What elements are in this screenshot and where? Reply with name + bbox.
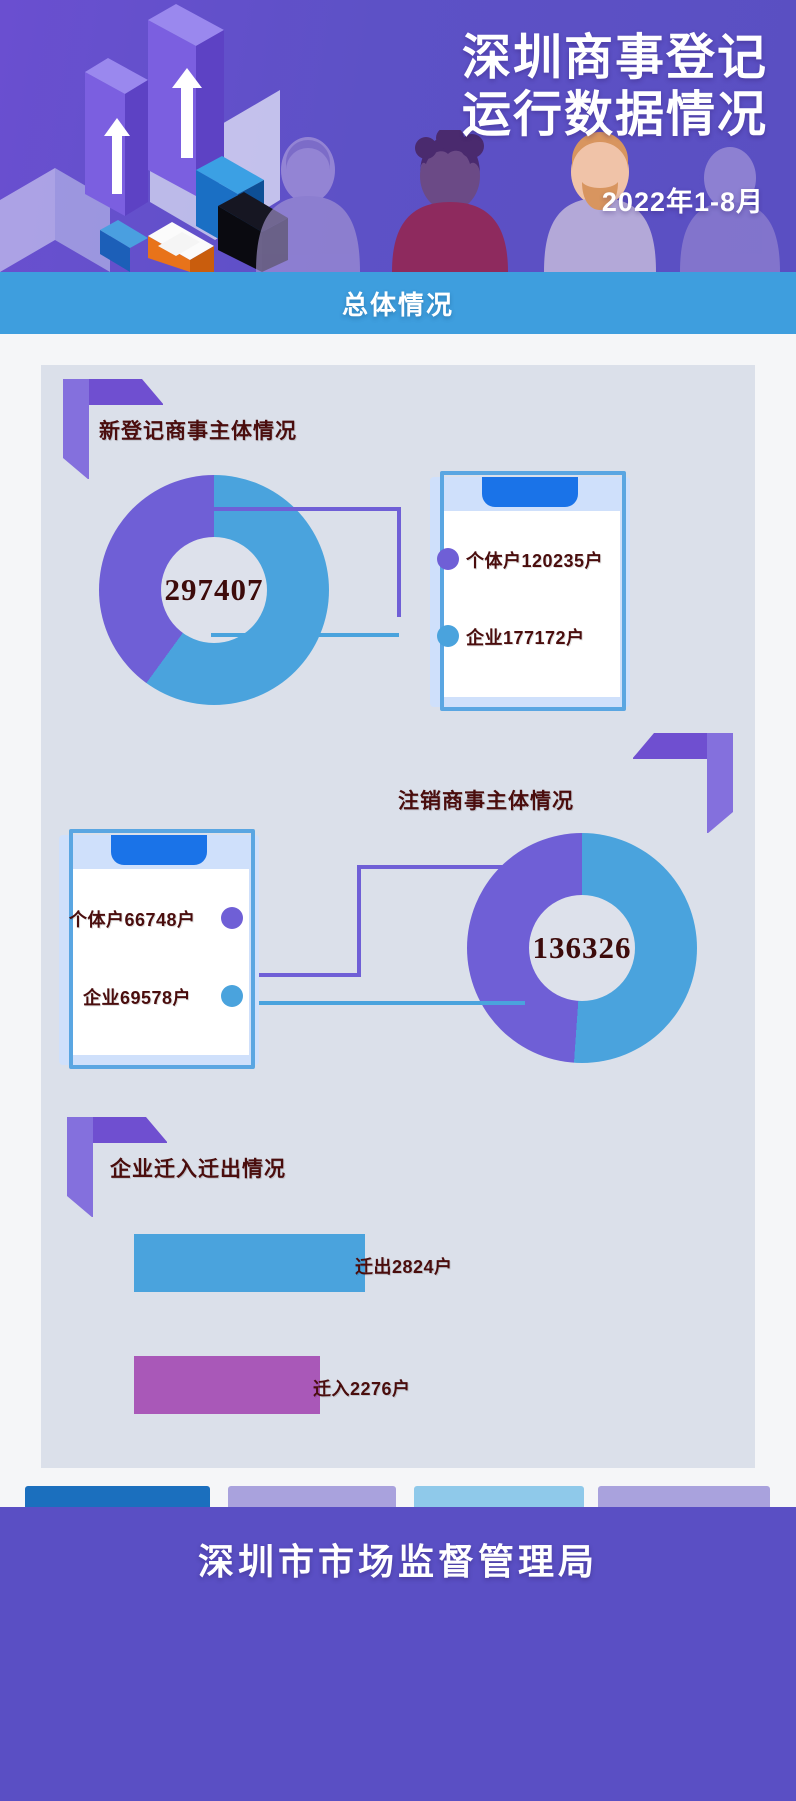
bar-move-out: [134, 1234, 365, 1292]
donut-chart-new-registration: 297407: [99, 475, 329, 705]
bar-label-move-in: 迁入2276户: [313, 1379, 411, 1399]
donut-total-new-registration: 297407: [164, 572, 264, 607]
isometric-bars-illustration: [0, 4, 288, 272]
legend-dot-cancel-individual: [221, 907, 243, 929]
donut-total-cancellation: 136326: [532, 930, 632, 965]
legend-label-new-individual: 个体户120235户: [466, 551, 604, 571]
bracket-ornament-new-registration: [63, 379, 164, 480]
header-banner: 深圳商事登记 运行数据情况 2022年1-8月: [0, 0, 796, 272]
legend-dot-new-enterprise: [437, 625, 459, 647]
callout-card-new-registration: [430, 471, 630, 711]
donut-chart-cancellation: 136326: [467, 833, 697, 1063]
bracket-ornament-cancellation: [633, 733, 733, 833]
footer-banner: 深圳市市场监督管理局: [0, 1507, 796, 1801]
people-silhouettes: [256, 130, 780, 272]
page-subtitle: 2022年1-8月: [601, 187, 764, 217]
section-banner-label: 总体情况: [341, 289, 454, 320]
main-content-panel: 新登记商事主体情况 297407 个体户120235户 企业177172户 注销…: [41, 365, 755, 1468]
legend-label-cancel-individual: 个体户66748户: [69, 910, 196, 930]
bar-label-move-out: 迁出2824户: [355, 1257, 453, 1277]
block-title-cancellation: 注销商事主体情况: [398, 790, 574, 813]
legend-dot-new-individual: [437, 548, 459, 570]
bar-move-in: [134, 1356, 320, 1414]
leader-lines-new-registration: [189, 507, 401, 637]
page-title: 深圳商事登记 运行数据情况: [348, 30, 768, 144]
section-banner-overall: 总体情况: [0, 272, 796, 334]
block-title-new-registration: 新登记商事主体情况: [99, 420, 297, 443]
legend-label-cancel-enterprise: 企业69578户: [83, 988, 192, 1008]
legend-label-new-enterprise: 企业177172户: [466, 628, 585, 648]
page-title-line2: 运行数据情况: [461, 88, 768, 142]
page-title-line1: 深圳商事登记: [461, 31, 768, 85]
footer-organization: 深圳市市场监督管理局: [197, 1541, 598, 1582]
bracket-ornament-migration: [67, 1117, 168, 1218]
legend-dot-cancel-enterprise: [221, 985, 243, 1007]
block-title-migration: 企业迁入迁出情况: [110, 1158, 286, 1181]
callout-card-cancellation: [59, 829, 259, 1069]
